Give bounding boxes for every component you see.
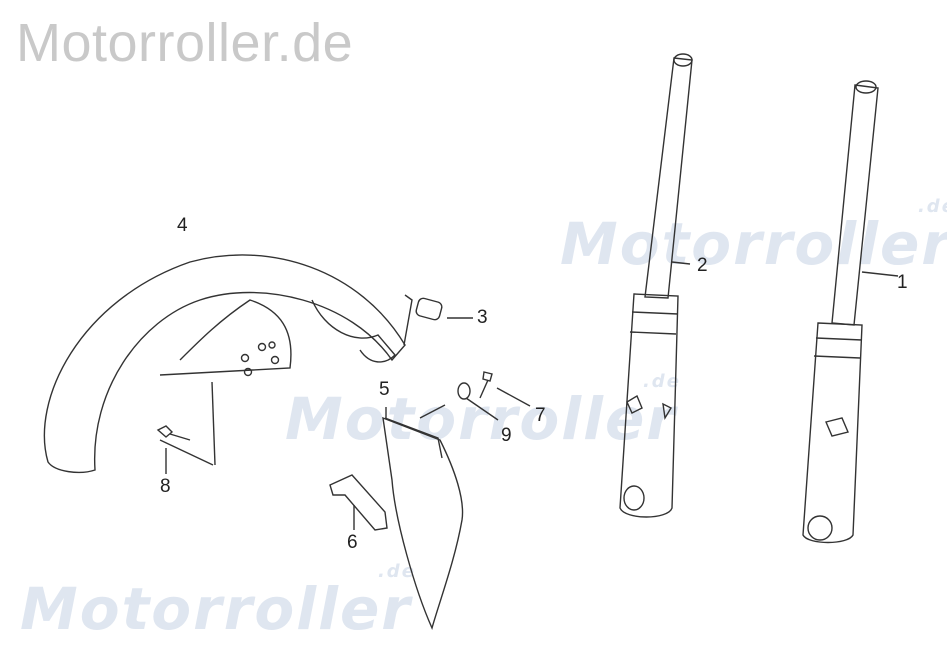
clip — [403, 294, 473, 346]
watermark-logo: Motorroller.de — [285, 371, 679, 453]
watermark-text: Motorroller — [20, 575, 412, 643]
callout-3: 3 — [477, 307, 488, 328]
watermark-suffix: .de — [642, 371, 681, 392]
fork-leg-left — [619, 53, 693, 518]
washer-and-screw — [457, 371, 531, 421]
watermark-text: Motorroller — [285, 385, 677, 453]
callout-4: 4 — [177, 215, 188, 236]
watermark-text: Motorroller — [560, 210, 947, 278]
fork-leg-right — [802, 80, 899, 544]
callout-2: 2 — [697, 255, 708, 276]
callout-6: 6 — [347, 532, 358, 553]
callout-1: 1 — [897, 272, 908, 293]
front-fender — [43, 254, 406, 474]
site-title: Motorroller.de — [16, 13, 354, 73]
bolt — [156, 425, 191, 474]
watermark-logo: Motorroller.de — [560, 196, 947, 278]
callout-7: 7 — [535, 405, 546, 426]
watermark-logo: Motorroller.de — [20, 561, 414, 643]
callout-8: 8 — [160, 476, 171, 497]
bracket — [329, 474, 388, 531]
mud-guard — [382, 404, 464, 631]
watermark-suffix: .de — [917, 196, 947, 217]
callout-9: 9 — [501, 425, 512, 446]
watermark-suffix: .de — [377, 561, 416, 582]
callout-5: 5 — [379, 379, 390, 400]
